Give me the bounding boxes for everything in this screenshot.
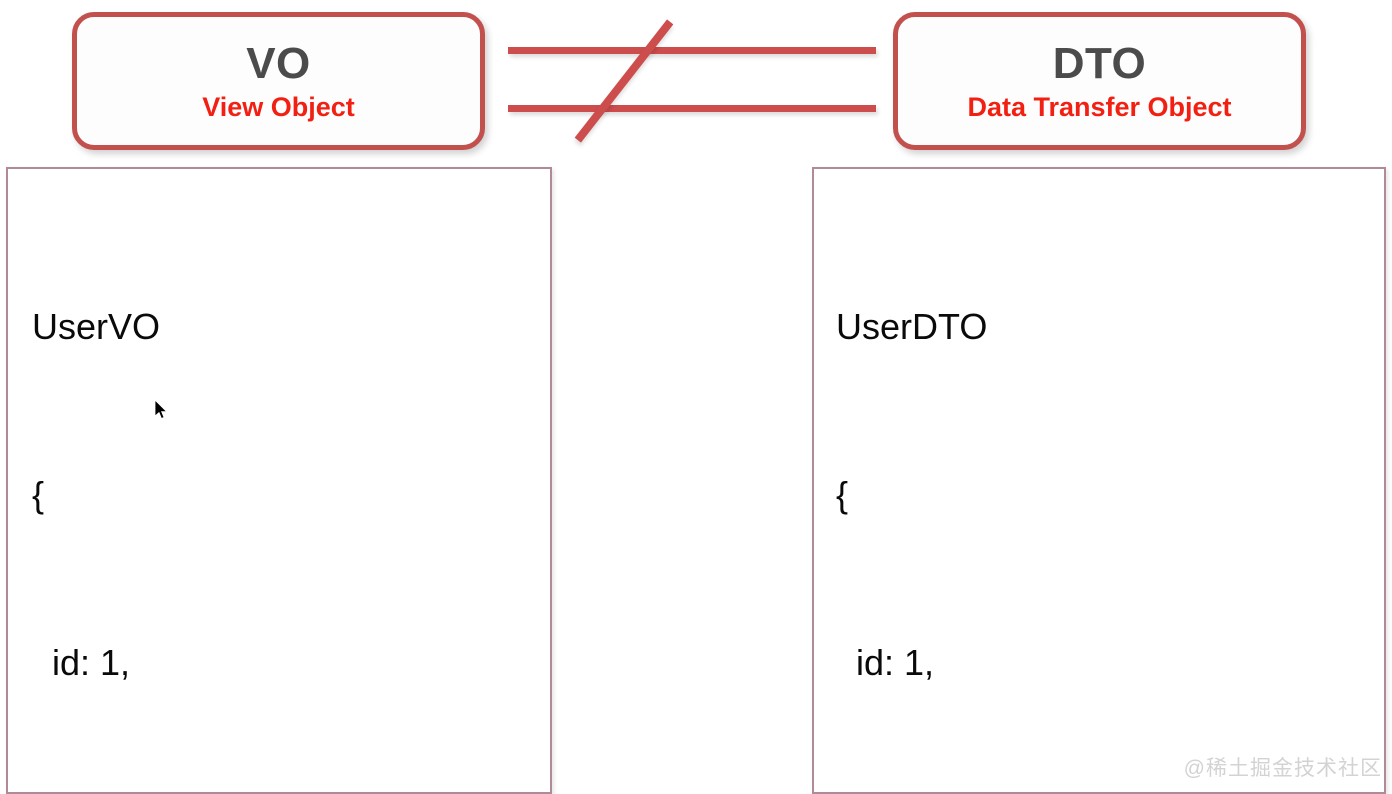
watermark-text: @稀土掘金技术社区	[1183, 757, 1382, 780]
code-line: id: 1,	[32, 642, 131, 683]
not-equal-top-line	[508, 47, 876, 54]
vo-subtitle: View Object	[202, 92, 355, 122]
dto-code-panel: UserDTO { id: 1, name: “nick”, tel: 1898…	[812, 167, 1386, 794]
code-line: {	[32, 474, 45, 515]
vo-header-box: VO View Object	[72, 12, 485, 150]
dto-subtitle: Data Transfer Object	[967, 92, 1232, 122]
code-line: id: 1,	[836, 642, 935, 683]
dto-code-lines: UserDTO { id: 1, name: “nick”, tel: 1898…	[814, 169, 1384, 792]
vo-title: VO	[246, 39, 311, 88]
vo-code-panel: UserVO { id: 1, name: “nick”, school: { …	[6, 167, 552, 794]
not-equal-icon	[505, 0, 880, 165]
vo-code-lines: UserVO { id: 1, name: “nick”, school: { …	[8, 169, 550, 792]
dto-header-box: DTO Data Transfer Object	[893, 12, 1306, 150]
code-line: UserDTO	[836, 306, 988, 347]
not-equal-slash-line	[574, 19, 674, 143]
code-line: {	[836, 474, 849, 515]
dto-title: DTO	[1052, 39, 1147, 88]
not-equal-bottom-line	[508, 105, 876, 112]
code-line: UserVO	[32, 306, 161, 347]
